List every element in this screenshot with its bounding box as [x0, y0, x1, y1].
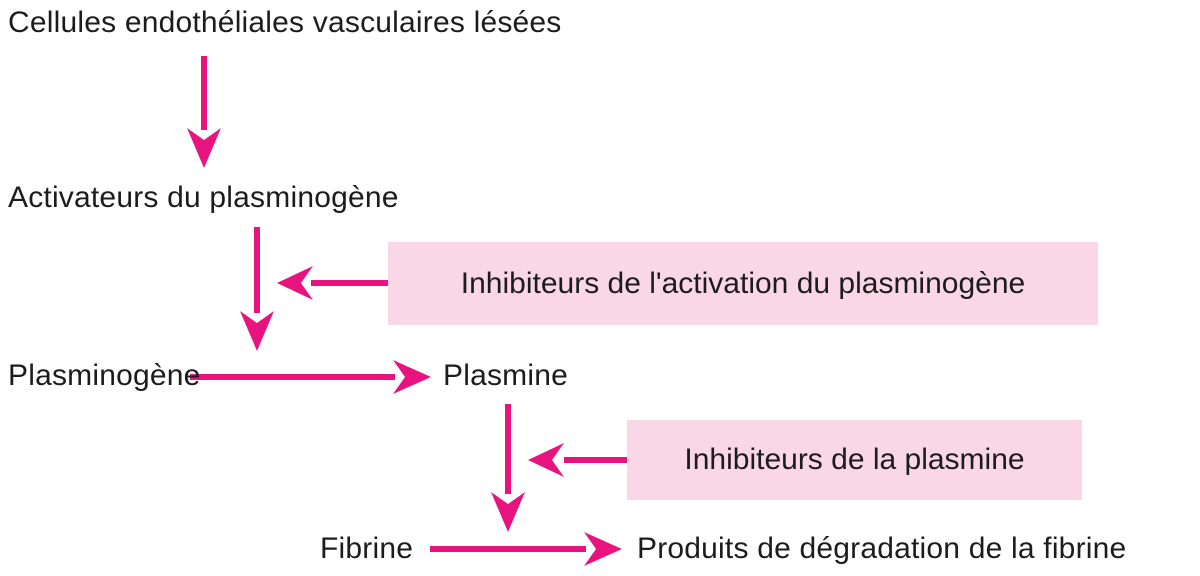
arrow-shaft	[430, 546, 586, 552]
arrow-head	[491, 492, 525, 532]
arrow-fibrin-to-products	[430, 532, 622, 566]
arrow-plasmin-inhibitors	[528, 443, 629, 477]
arrow-shaft	[505, 404, 511, 494]
node-damaged-endothelial-cells: Cellules endothéliales vasculaires lésée…	[8, 6, 562, 39]
arrow-activation-inhibitors	[277, 266, 388, 300]
node-plasminogen: Plasminogène	[8, 359, 201, 392]
arrow-head	[187, 128, 221, 168]
arrow-head	[240, 311, 274, 351]
arrow-head	[584, 532, 622, 566]
arrow-shaft	[564, 457, 629, 463]
arrow-shaft	[311, 280, 388, 286]
node-plasmin: Plasmine	[443, 359, 568, 392]
arrow-head	[393, 360, 431, 394]
arrow-shaft	[201, 56, 207, 130]
inhibitor-box-plasmin: Inhibiteurs de la plasmine	[627, 420, 1082, 500]
arrow-shaft	[190, 374, 395, 380]
arrow-head	[277, 266, 313, 300]
inhibitor-box-activation: Inhibiteurs de l'activation du plasminog…	[388, 242, 1098, 325]
node-fibrin-degradation-products: Produits de dégradation de la fibrine	[637, 532, 1127, 565]
arrow-plasminogen-to-plasmin	[190, 360, 431, 394]
node-plasminogen-activators: Activateurs du plasminogène	[8, 181, 399, 214]
arrow-cells-to-activators	[187, 56, 221, 168]
node-fibrin: Fibrine	[320, 532, 414, 565]
arrow-activators-to-plasminogen	[240, 227, 274, 351]
arrow-shaft	[254, 227, 260, 313]
arrow-plasmin-to-fibrin	[491, 404, 525, 532]
arrow-head	[528, 443, 564, 477]
